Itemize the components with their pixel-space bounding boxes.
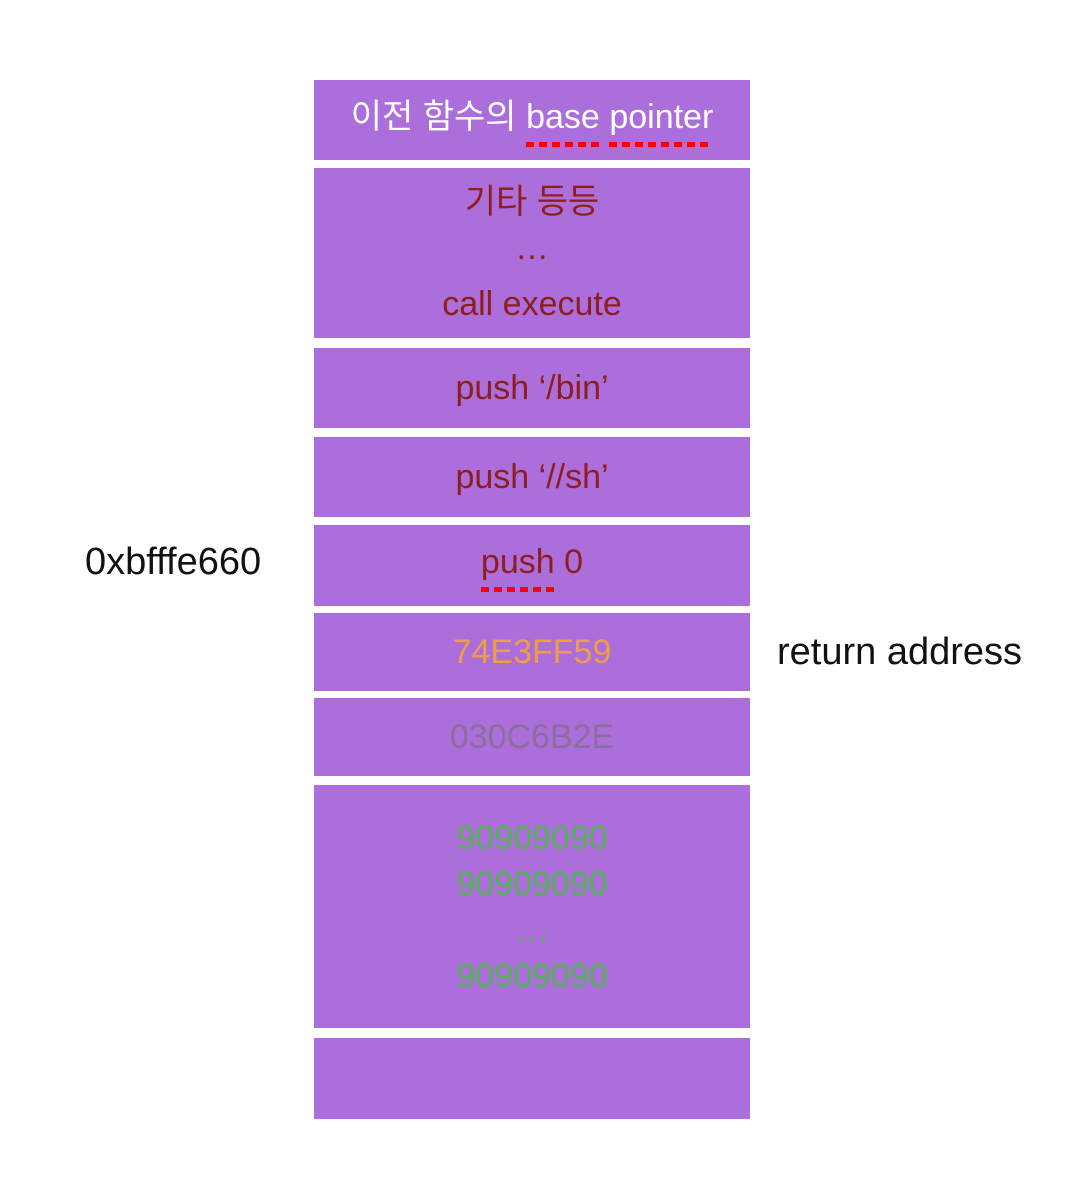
caller-code-line-call-execute: call execute [442, 285, 622, 323]
stack-cell-saved-base-pointer: 이전 함수의 base pointer [314, 80, 750, 160]
push-zero-operand: 0 [564, 543, 584, 581]
push-zero-text: push 0 [480, 539, 584, 592]
stack-cell-push-sh: push ‘//sh’ [314, 437, 750, 517]
caller-code-line-etc: 기타 등등 [464, 183, 600, 221]
underlined-word-base: base [526, 93, 600, 147]
stack-cell-nop-sled: 90909090 90909090 … 90909090 [314, 785, 750, 1028]
stack-cell-return-address-value: 74E3FF59 [314, 613, 750, 691]
stack-address-label: 0xbfffe660 [85, 541, 262, 583]
stack-cell-empty [314, 1038, 750, 1119]
return-address-value-text: 74E3FF59 [452, 633, 612, 671]
stack-cell-caller-code: 기타 등등 … call execute [314, 168, 750, 338]
nop-sled-line-1: 90909090 [456, 818, 608, 857]
push-sh-text: push ‘//sh’ [455, 458, 609, 496]
push-bin-text: push ‘/bin’ [455, 369, 609, 407]
nop-sled-line-2: 90909090 [456, 864, 608, 903]
stack-cell-junk-value: 030C6B2E [314, 698, 750, 776]
nop-sled-line-3: 90909090 [456, 956, 608, 995]
underlined-word-push: push [480, 539, 555, 592]
junk-value-text: 030C6B2E [449, 718, 615, 756]
saved-base-pointer-text: 이전 함수의 base pointer [350, 93, 714, 147]
nop-sled-line-ellipsis: … [515, 910, 549, 949]
stack-cell-push-bin: push ‘/bin’ [314, 348, 750, 428]
underlined-word-pointer: pointer [609, 93, 714, 147]
saved-base-pointer-prefix: 이전 함수의 [350, 97, 517, 136]
stack-cell-push-zero: push 0 [314, 525, 750, 606]
caller-code-line-ellipsis: … [515, 229, 549, 267]
return-address-label: return address [777, 631, 1023, 673]
